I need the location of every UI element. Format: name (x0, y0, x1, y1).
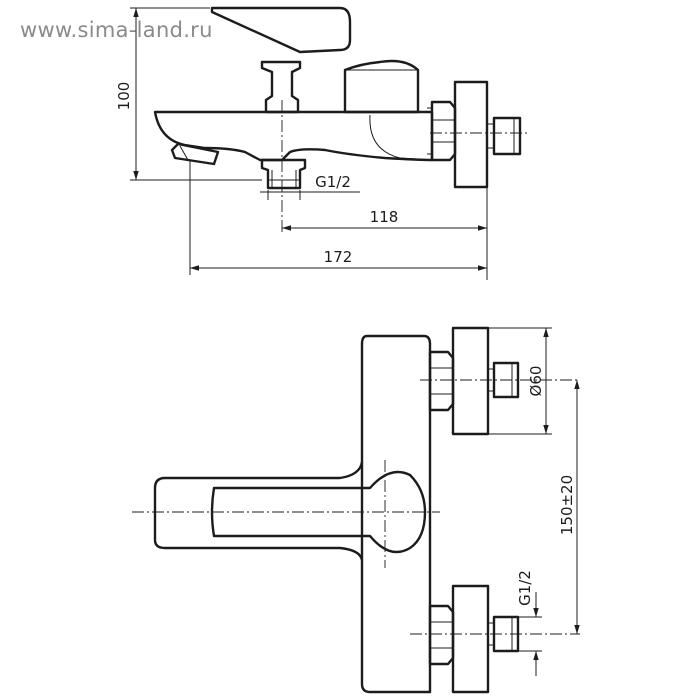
watermark-text: www.sima-land.ru (20, 18, 213, 42)
dim-118-label: 118 (370, 208, 399, 226)
front-view-body (360, 334, 432, 694)
side-view-flange (453, 80, 489, 189)
front-view-spout (153, 461, 364, 561)
front-upper-eccentric (492, 361, 520, 399)
front-view: Ø60 150±20 G1/2 (132, 326, 580, 694)
front-view-lever (210, 470, 427, 554)
front-upper-hex-nut (428, 350, 455, 412)
side-view-hex-nut (430, 100, 457, 162)
dim-height-label: 100 (115, 82, 133, 111)
front-upper-flange (451, 326, 490, 436)
side-view-lever (210, 6, 352, 54)
dim-172-label: 172 (324, 248, 353, 266)
dim-spacing-label: 150±20 (558, 475, 576, 535)
dim-thread-side-label: G1/2 (315, 173, 351, 191)
side-view-cartridge (343, 59, 420, 114)
side-view-eccentric (492, 116, 522, 156)
side-view-diverter-knob (260, 60, 302, 114)
side-view-spout-outlet (170, 142, 220, 166)
side-view: 100 G1/2 118 172 (115, 6, 530, 280)
front-lower-flange (451, 584, 490, 694)
dim-diameter-label: Ø60 (527, 366, 545, 397)
front-lower-hex-nut (428, 604, 455, 666)
dim-thread-front-label: G1/2 (516, 570, 534, 606)
side-view-body (153, 110, 434, 162)
side-view-shower-outlet (260, 158, 307, 190)
